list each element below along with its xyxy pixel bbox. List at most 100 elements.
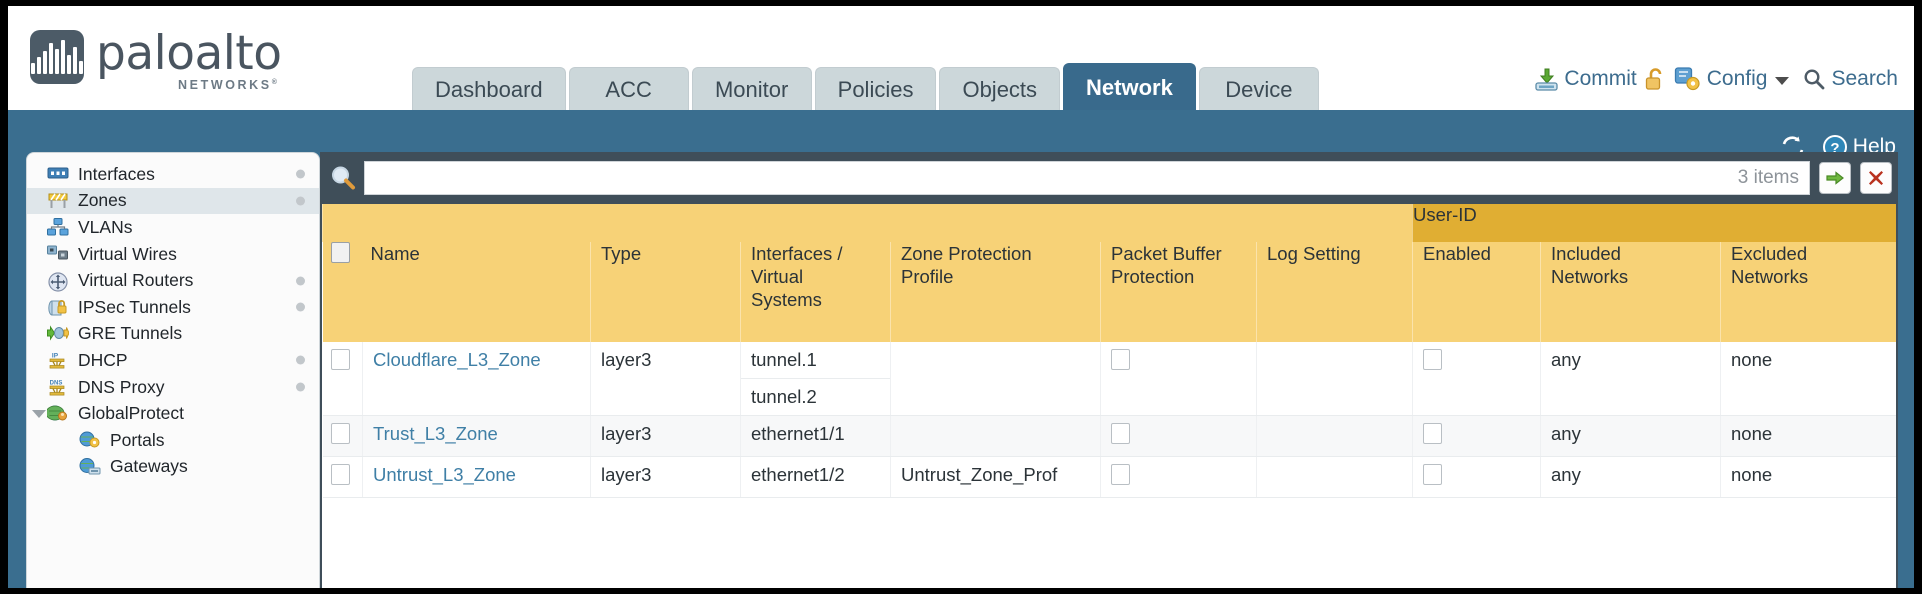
cell-packet-buffer-protection[interactable] (1100, 342, 1257, 416)
col-header-type[interactable]: Type (590, 242, 741, 342)
main-nav-tabs: Dashboard ACC Monitor Policies Objects N… (412, 63, 1322, 111)
row-select-cell[interactable] (322, 456, 363, 498)
col-header-name[interactable]: Name (362, 242, 591, 342)
cell-type: layer3 (590, 342, 741, 416)
row-checkbox[interactable] (330, 423, 350, 444)
sidebar-item-dns-proxy[interactable]: DNS DNS Proxy (27, 374, 319, 401)
app-window: paloalto NETWORKS® Dashboard ACC Monitor… (8, 6, 1914, 588)
sidebar-item-label: DNS Proxy (78, 376, 165, 397)
commit-button[interactable]: Commit (1533, 66, 1637, 92)
zone-name-link[interactable]: Cloudflare_L3_Zone (373, 349, 541, 370)
tab-label: Device (1225, 76, 1293, 102)
clear-filter-button[interactable] (1860, 162, 1892, 194)
search-input[interactable] (365, 163, 1738, 193)
table-row[interactable]: Trust_L3_Zone layer3 ethernet1/1 (322, 415, 1896, 457)
col-header-enabled[interactable]: Enabled (1412, 242, 1541, 342)
row-select-cell[interactable] (322, 342, 363, 416)
tab-device[interactable]: Device (1198, 67, 1319, 111)
commit-label: Commit (1564, 67, 1637, 90)
sidebar-item-portals[interactable]: Portals (27, 427, 319, 454)
tab-label: Monitor (714, 76, 789, 102)
interfaces-icon (47, 165, 69, 183)
sidebar-item-virtual-wires[interactable]: Virtual Wires (27, 241, 319, 268)
zones-panel: 3 items (320, 152, 1898, 588)
user-id-enabled-checkbox[interactable] (1423, 423, 1443, 444)
cell-type: layer3 (590, 456, 741, 498)
user-id-enabled-checkbox[interactable] (1423, 464, 1443, 485)
config-button[interactable]: Config (1674, 66, 1790, 92)
sidebar-item-dot (296, 276, 305, 286)
zone-name-link[interactable]: Trust_L3_Zone (373, 423, 498, 444)
tab-label: Policies (837, 76, 914, 102)
cell-user-id-enabled[interactable] (1412, 415, 1541, 457)
sidebar-item-label: Virtual Wires (78, 243, 177, 264)
app-header: paloalto NETWORKS® Dashboard ACC Monitor… (8, 6, 1914, 111)
tab-monitor[interactable]: Monitor (691, 67, 812, 111)
row-checkbox[interactable] (330, 349, 350, 370)
virtual-wires-icon (47, 245, 69, 263)
packet-buffer-protection-checkbox[interactable] (1111, 349, 1130, 370)
cell-zone-protection-profile (890, 342, 1101, 416)
dns-proxy-icon: DNS (47, 378, 69, 396)
lock-button[interactable] (1644, 67, 1667, 92)
row-select-cell[interactable] (322, 415, 363, 457)
paloalto-logo-icon (30, 30, 84, 84)
packet-buffer-protection-checkbox[interactable] (1111, 423, 1130, 444)
tab-label: ACC (605, 76, 652, 102)
tab-policies[interactable]: Policies (814, 67, 937, 111)
sidebar-item-label: Virtual Routers (78, 270, 194, 291)
cell-user-id-enabled[interactable] (1412, 456, 1541, 498)
sidebar-item-interfaces[interactable]: Interfaces (27, 161, 319, 188)
table-row[interactable]: Cloudflare_L3_Zone layer3 tunnel.1 tunne… (322, 342, 1896, 416)
sidebar-item-globalprotect[interactable]: GlobalProtect (27, 400, 319, 427)
tab-objects[interactable]: Objects (939, 67, 1061, 111)
tab-acc[interactable]: ACC (568, 67, 689, 111)
cell-name[interactable]: Untrust_L3_Zone (362, 456, 591, 498)
select-all-header[interactable] (322, 242, 363, 342)
col-header-log-setting[interactable]: Log Setting (1255, 242, 1413, 342)
table-row[interactable]: Untrust_L3_Zone layer3 ethernet1/2 Untru… (322, 456, 1896, 498)
ipsec-tunnels-icon (47, 298, 69, 316)
cell-name[interactable]: Trust_L3_Zone (362, 415, 591, 457)
sidebar-item-dot (296, 355, 305, 365)
config-key-wrench-icon (1674, 67, 1700, 91)
cell-user-id-enabled[interactable] (1412, 342, 1541, 416)
cell-excluded-networks: none (1720, 342, 1896, 416)
sidebar-item-dhcp[interactable]: IP DHCP (27, 347, 319, 374)
sidebar-item-dot (296, 382, 305, 392)
search-field[interactable]: 3 items (364, 161, 1810, 195)
sidebar-item-gre-tunnels[interactable]: GRE Tunnels (27, 321, 319, 348)
tab-dashboard[interactable]: Dashboard (412, 67, 566, 111)
select-all-checkbox[interactable] (330, 242, 350, 263)
group-header-spacer (322, 204, 1413, 242)
chevron-down-icon[interactable] (32, 409, 46, 418)
search-button[interactable]: Search (1802, 67, 1898, 91)
sidebar-item-vlans[interactable]: VLANs (27, 214, 319, 241)
cell-interfaces: ethernet1/2 (740, 456, 891, 498)
cell-type: layer3 (590, 415, 741, 457)
sidebar-item-ipsec-tunnels[interactable]: IPSec Tunnels (27, 294, 319, 321)
sidebar-item-virtual-routers[interactable]: Virtual Routers (27, 267, 319, 294)
apply-filter-button[interactable] (1819, 162, 1851, 194)
user-id-enabled-checkbox[interactable] (1423, 349, 1443, 370)
chevron-down-icon[interactable] (1775, 76, 1790, 85)
tab-network[interactable]: Network (1063, 63, 1196, 111)
sidebar-item-label: Portals (110, 429, 165, 450)
cell-zone-protection-profile (890, 415, 1101, 457)
cell-name[interactable]: Cloudflare_L3_Zone (362, 342, 591, 416)
cell-packet-buffer-protection[interactable] (1100, 456, 1257, 498)
packet-buffer-protection-checkbox[interactable] (1111, 464, 1130, 485)
zone-name-link[interactable]: Untrust_L3_Zone (373, 464, 516, 485)
sidebar-item-zones[interactable]: Zones (27, 187, 319, 215)
cell-interfaces: tunnel.1 tunnel.2 (740, 342, 891, 416)
sidebar-item-gateways[interactable]: Gateways (27, 454, 319, 481)
group-header-user-id: User-ID (1412, 204, 1896, 242)
cell-packet-buffer-protection[interactable] (1100, 415, 1257, 457)
row-checkbox[interactable] (330, 464, 350, 485)
interface-entry: tunnel.2 (741, 378, 890, 415)
